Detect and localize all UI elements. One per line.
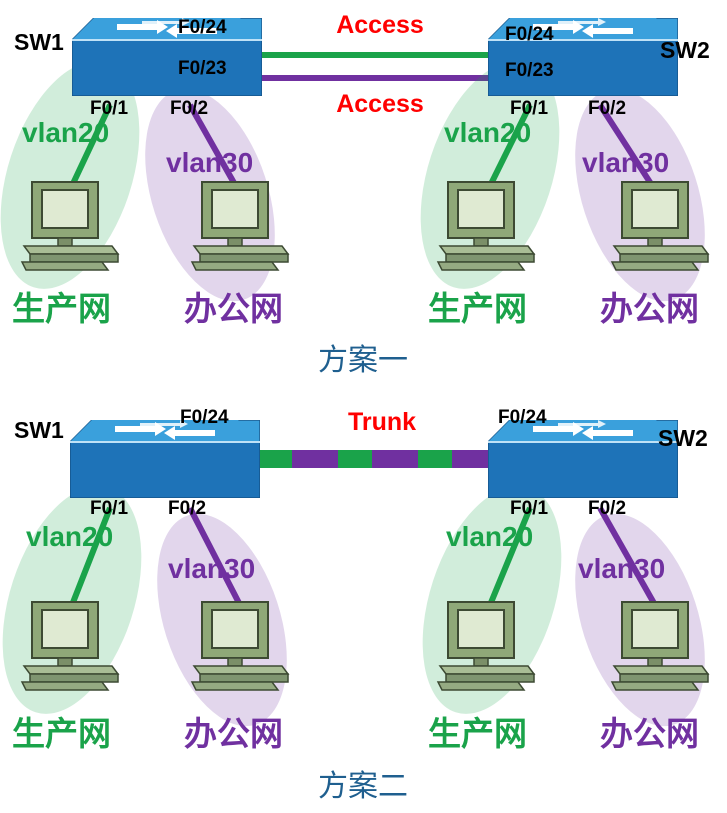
port-label-f024: F0/24 (178, 17, 227, 38)
port-label-f01: F0/1 (510, 98, 548, 119)
switch-name: SW1 (14, 417, 64, 443)
network-label-production: 生产网 (428, 714, 527, 753)
network-label-production: 生产网 (12, 714, 111, 753)
port-label-f024: F0/24 (498, 407, 547, 428)
scheme1-sw1-group: SW1 F0/24 F0/23 F0/1 F0/2 vlan20 vlan30 … (0, 17, 289, 328)
port-label-f023: F0/23 (505, 60, 554, 81)
vlan30-cable (187, 506, 243, 607)
link-label-top: Access (336, 11, 424, 39)
scheme-title: 方案一 (318, 343, 408, 378)
vlan-label-20: vlan20 (444, 117, 531, 148)
vlan-label-30: vlan30 (582, 147, 669, 178)
port-label-f02: F0/2 (168, 498, 206, 519)
switch-icon (488, 420, 678, 498)
port-label-f01: F0/1 (90, 98, 128, 119)
vlan-label-30: vlan30 (168, 553, 255, 584)
network-label-office: 办公网 (184, 289, 283, 328)
network-label-office: 办公网 (184, 714, 283, 753)
scheme2-sw2-group: SW2 F0/24 F0/1 F0/2 vlan20 vlan30 生产网 办公… (422, 407, 709, 753)
switch-icon (70, 420, 260, 498)
port-label-f023: F0/23 (178, 58, 227, 79)
port-label-f024: F0/24 (505, 24, 554, 45)
vlan-label-20: vlan20 (26, 521, 113, 552)
vlan20-cable (69, 506, 113, 607)
port-label-f02: F0/2 (170, 98, 208, 119)
port-label-f02: F0/2 (588, 498, 626, 519)
vlan20-zone (2, 486, 142, 714)
port-label-f01: F0/1 (90, 498, 128, 519)
vlan20-cable (487, 506, 533, 607)
network-label-production: 生产网 (12, 289, 111, 328)
vlan20-cable (67, 103, 113, 192)
vlan30-cable (187, 103, 241, 192)
vlan30-cable (597, 506, 658, 607)
switch-name: SW2 (660, 37, 710, 63)
switch-name: SW2 (658, 425, 708, 451)
scheme1-sw2-group: SW2 F0/24 F0/23 F0/1 F0/2 vlan20 vlan30 … (420, 18, 710, 328)
vlan-label-30: vlan30 (166, 147, 253, 178)
link-label-bottom: Access (336, 90, 424, 118)
link-label-trunk: Trunk (348, 408, 416, 436)
network-label-office: 办公网 (600, 289, 699, 328)
scheme-title: 方案二 (318, 769, 408, 804)
vlan30-cable (597, 103, 658, 192)
scheme-1: Access Access SW1 F0/24 F0/23 F0/1 F0/2 … (0, 11, 710, 378)
vlan20-cable (485, 103, 533, 192)
trunk-link (258, 450, 490, 468)
scheme2-sw1-group: SW1 F0/24 F0/1 F0/2 vlan20 vlan30 生产网 办公… (2, 407, 289, 753)
port-label-f02: F0/2 (588, 98, 626, 119)
scheme-2: Trunk SW1 F0/24 F0/1 F0/2 vlan20 vlan30 … (2, 407, 709, 804)
network-label-production: 生产网 (428, 289, 527, 328)
vlan-label-20: vlan20 (22, 117, 109, 148)
port-label-f01: F0/1 (510, 498, 548, 519)
port-label-f024: F0/24 (180, 407, 229, 428)
vlan-label-30: vlan30 (578, 553, 665, 584)
vlan-label-20: vlan20 (446, 521, 533, 552)
switch-icon (72, 18, 262, 96)
network-label-office: 办公网 (600, 714, 699, 753)
switch-name: SW1 (14, 29, 64, 55)
